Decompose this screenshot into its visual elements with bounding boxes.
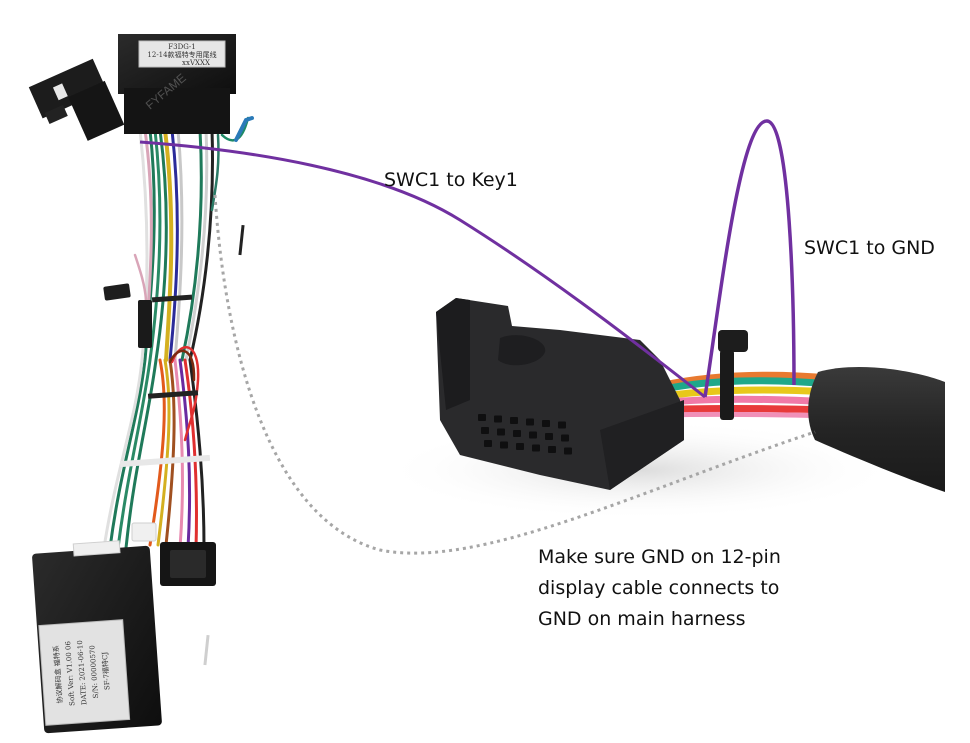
pin-hole	[542, 420, 550, 427]
pin-hole	[558, 421, 566, 429]
decoder-label-line: SF-7福特CJ	[100, 651, 112, 690]
pin-hole	[529, 431, 537, 439]
pin-hole	[548, 446, 556, 453]
gnd-dotted-line	[213, 194, 816, 555]
ground-note-line: GND on main harness	[538, 608, 746, 630]
braided-sleeve	[808, 366, 945, 492]
ground-note-line: Make sure GND on 12-pin	[538, 546, 781, 568]
cable-tie	[151, 294, 193, 303]
connector-label-line: F3DG-1	[168, 43, 195, 51]
pin-hole	[545, 433, 553, 440]
decoder-label-line: 协议解码盒 福特系	[51, 645, 64, 704]
harness-wires	[102, 116, 250, 550]
main-quadlock-connector: F3DG-1 12-14款福特专用尾线 xxVXXX	[118, 34, 236, 134]
main-harness: F3DG-1 12-14款福特专用尾线 xxVXXX 协议解码盒 福特系 Sof…	[28, 34, 254, 734]
cable-tie	[119, 454, 211, 468]
small-connector	[103, 283, 131, 301]
pin-hole	[500, 441, 508, 449]
pin-hole	[481, 427, 489, 434]
pin-hole	[494, 415, 502, 423]
pin-holes	[478, 414, 572, 455]
pin-hole	[564, 447, 572, 455]
swc1-to-gnd-label: SWC1 to GND	[804, 237, 935, 259]
pin-hole	[484, 440, 492, 447]
display-cable-connector	[380, 298, 945, 520]
pin-hole	[532, 444, 540, 452]
small-connector	[138, 300, 152, 348]
pin-hole	[526, 418, 534, 426]
ground-note-line: display cable connects to	[538, 577, 780, 599]
cable-tie	[147, 390, 199, 399]
canbus-decoder-box: 协议解码盒 福特系 Soft Ver: V1.00 06 DATE: 2021-…	[32, 540, 162, 734]
connector-label-sticker	[138, 40, 226, 68]
white-connector	[131, 522, 157, 542]
swc1-to-key1-label: SWC1 to Key1	[384, 169, 518, 191]
side-connector	[28, 58, 125, 141]
pin-hole	[497, 428, 505, 436]
decoder-label-sticker	[38, 619, 131, 726]
pin-hole	[561, 434, 569, 442]
swc1-to-gnd-line	[703, 119, 796, 398]
connector-label-line: xxVXXX	[182, 59, 210, 67]
pin-hole	[513, 430, 521, 437]
decoder-label-line: S/N: 00000570	[88, 645, 100, 699]
pin-hole	[478, 414, 486, 421]
connector-label-line: 12-14款福特专用尾线	[147, 50, 216, 59]
pin-hole	[510, 417, 518, 424]
ground-note: Make sure GND on 12-pin display cable co…	[538, 542, 838, 635]
pin-hole	[516, 443, 524, 450]
swc1-to-key1-line	[139, 140, 706, 399]
